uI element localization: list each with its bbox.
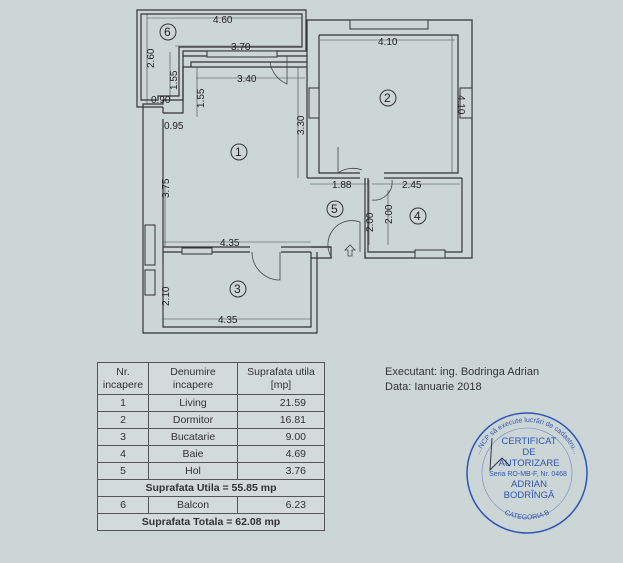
dim-balcony-left: 2.60 <box>146 48 157 68</box>
cell-name: Dormitor <box>148 411 238 429</box>
cell-area: 16.81 <box>237 411 325 429</box>
total: Suprafata Totala = 62.08 mp <box>97 513 325 531</box>
stamp-line2: DE <box>522 447 535 458</box>
dim-kitchen-left: 2.10 <box>161 286 172 306</box>
room-5-label: 5 <box>331 202 338 216</box>
date-text: Data: Ianuarie 2018 <box>385 381 482 393</box>
header-name: Denumire incapere <box>148 362 238 395</box>
dim-balcony-step-a: 1.55 <box>169 70 180 90</box>
executant-text: Executant: ing. Bodringa Adrian <box>385 366 540 378</box>
dim-bedroom-right: 4.10 <box>455 95 466 115</box>
subtotal-row: Suprafata Utila = 55.85 mp <box>97 479 325 497</box>
dim-living-left: 3.75 <box>161 178 172 198</box>
dim-living-step-w: 0.95 <box>164 121 184 132</box>
stamp-ring-bottom: CATEGORIA B <box>503 509 551 521</box>
cell-name: Baie <box>148 445 238 463</box>
windows <box>144 19 473 296</box>
stamp-line1: CERTIFICAT <box>501 436 556 447</box>
dim-bedroom-top: 4.10 <box>378 37 398 48</box>
dim-living-bottom: 4.35 <box>220 238 240 249</box>
table-header: Nr. incapere Denumire incapere Suprafata… <box>97 362 325 395</box>
cell-nr: 3 <box>97 428 149 446</box>
dim-balcony-step-b: 1.55 <box>196 88 207 108</box>
cell-area: 6.23 <box>237 496 325 514</box>
header-nr: Nr. incapere <box>97 362 149 395</box>
dim-balcony-step-w: 0.90 <box>151 95 171 106</box>
authorization-stamp: ...NCP să execute lucrări de cadastru...… <box>466 412 588 534</box>
cell-area: 9.00 <box>237 428 325 446</box>
doors <box>251 56 393 281</box>
cell-nr: 5 <box>97 462 149 480</box>
cell-name: Living <box>148 394 238 412</box>
dimension-lines <box>146 14 460 320</box>
dim-balcony-top: 4.60 <box>213 15 233 26</box>
cell-nr: 4 <box>97 445 149 463</box>
stamp-line3: AUTORIZARE <box>498 458 559 469</box>
cell-area: 21.59 <box>237 394 325 412</box>
dim-hall-right: 2.00 <box>365 212 376 232</box>
dim-hall-top: 1.88 <box>332 180 352 191</box>
cell-nr: 6 <box>97 496 149 514</box>
room-4-label: 4 <box>414 209 421 223</box>
cell-nr: 1 <box>97 394 149 412</box>
room-6-label: 6 <box>164 25 171 39</box>
floor-plan: 4.60 3.70 3.40 4.10 4.10 3.30 2.60 1.55 … <box>136 9 473 334</box>
svg-text:CATEGORIA B: CATEGORIA B <box>503 509 551 521</box>
room-3-label: 3 <box>234 282 241 296</box>
cell-area: 3.76 <box>237 462 325 480</box>
signature <box>489 437 511 472</box>
dim-living-right: 3.30 <box>296 115 307 135</box>
header-area: Suprafata utila [mp] <box>237 362 325 395</box>
dim-living-top: 3.40 <box>237 74 257 85</box>
dimension-labels: 4.60 3.70 3.40 4.10 4.10 3.30 2.60 1.55 … <box>146 15 466 326</box>
room-2-label: 2 <box>384 91 391 105</box>
dim-kitchen-bottom: 4.35 <box>218 315 238 326</box>
dim-bath-top: 2.45 <box>402 180 422 191</box>
stamp-line4: Seria RO-MB-F, Nr. 0468 <box>489 471 567 478</box>
total-row: Suprafata Totala = 62.08 mp <box>97 513 325 531</box>
stamp-line6: BODRÎNGĂ <box>504 490 555 501</box>
cell-name: Hol <box>148 462 238 480</box>
cell-name: Balcon <box>148 496 238 514</box>
room-markers <box>159 23 427 298</box>
cell-nr: 2 <box>97 411 149 429</box>
cell-name: Bucatarie <box>148 428 238 446</box>
dim-bath-left: 2.00 <box>384 204 395 224</box>
area-table: Nr. incapere Denumire incapere Suprafata… <box>97 362 325 531</box>
subtotal: Suprafata Utila = 55.85 mp <box>97 479 325 497</box>
room-1-label: 1 <box>235 145 242 159</box>
stamp-line5: ADRIAN <box>511 479 547 490</box>
walls <box>136 9 473 334</box>
cell-area: 4.69 <box>237 445 325 463</box>
dim-balcony-inner: 3.70 <box>231 42 251 53</box>
